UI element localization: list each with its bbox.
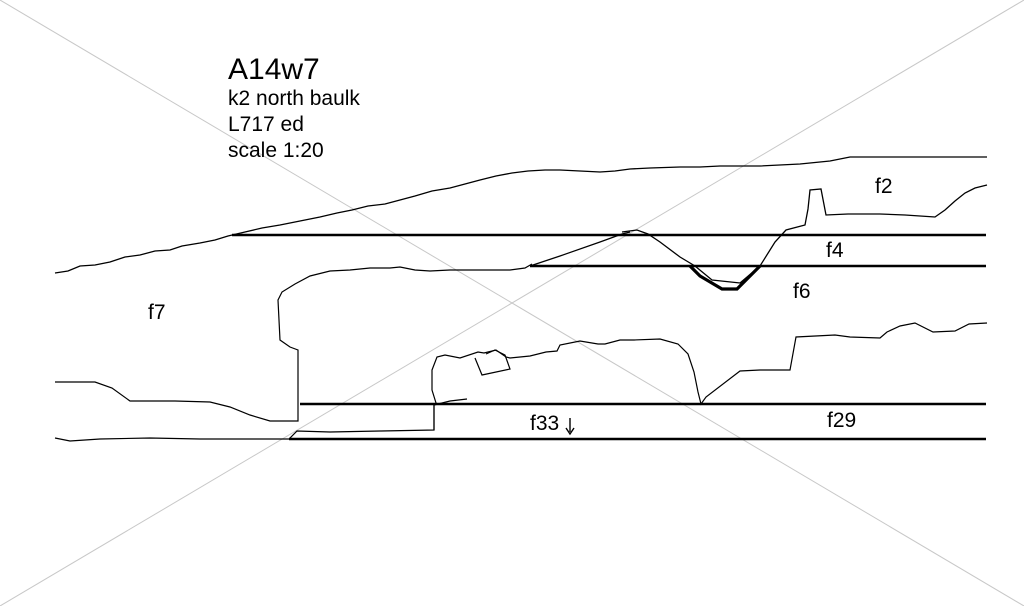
title-block: A14w7 k2 north baulk L717 ed scale 1:20	[228, 54, 360, 164]
site-code: A14w7	[228, 53, 320, 86]
feature-label-f7: f7	[148, 301, 166, 324]
scale-label: scale 1:20	[228, 139, 324, 162]
feature-label-f29: f29	[827, 409, 856, 432]
surface-line	[54, 156, 987, 274]
feature-label-f6: f6	[793, 280, 811, 303]
f6-pit-cut	[688, 264, 762, 291]
f29-inclusion	[474, 349, 511, 376]
location-label: k2 north baulk	[228, 87, 360, 110]
f2-boundary	[621, 184, 988, 284]
f29-upper-interface	[431, 322, 988, 430]
f7-boundary	[55, 263, 533, 422]
f4-f6-interface	[529, 231, 631, 267]
feature-label-f4: f4	[826, 239, 844, 262]
locus-label: L717 ed	[228, 113, 304, 136]
feature-label-f33: f33	[530, 412, 559, 435]
feature-label-f2: f2	[875, 175, 893, 198]
down-arrow-icon	[565, 418, 575, 436]
f33-boundary	[54, 398, 468, 442]
